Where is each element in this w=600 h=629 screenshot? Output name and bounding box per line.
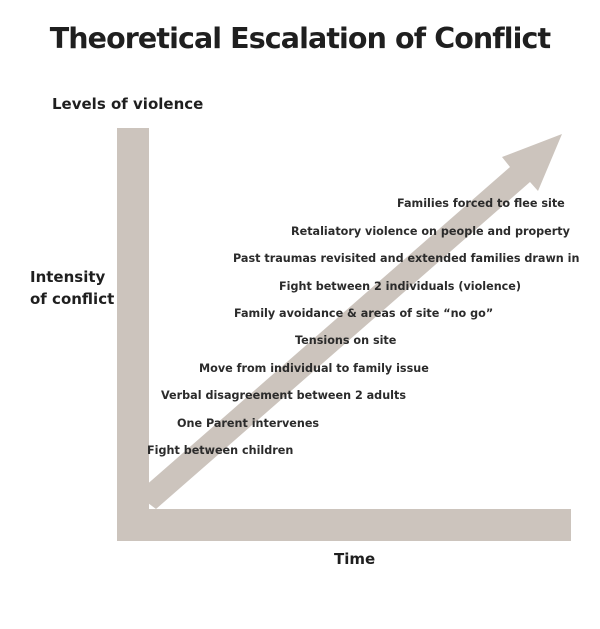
escalation-step: Retaliatory violence on people and prope… [291, 225, 570, 238]
escalation-step: Fight between 2 individuals (violence) [279, 280, 522, 293]
escalation-step: Move from individual to family issue [199, 362, 429, 375]
escalation-step: Past traumas revisited and extended fami… [233, 252, 580, 265]
y-axis-label: Intensity of conflict [30, 266, 114, 310]
escalation-step: Family avoidance & areas of site “no go” [234, 307, 494, 320]
x-axis-label: Time [334, 550, 376, 568]
y-axis-top-label: Levels of violence [52, 95, 204, 113]
escalation-arrow [136, 134, 562, 509]
escalation-step: Fight between children [147, 444, 294, 457]
y-axis-label-line1: Intensity [30, 268, 106, 286]
escalation-step: Tensions on site [295, 334, 397, 347]
escalation-step: Verbal disagreement between 2 adults [161, 389, 406, 402]
escalation-step: One Parent intervenes [177, 417, 320, 430]
y-axis-label-line2: of conflict [30, 290, 115, 308]
escalation-step: Families forced to flee site [397, 197, 565, 210]
diagram-title: Theoretical Escalation of Conflict [49, 22, 551, 55]
